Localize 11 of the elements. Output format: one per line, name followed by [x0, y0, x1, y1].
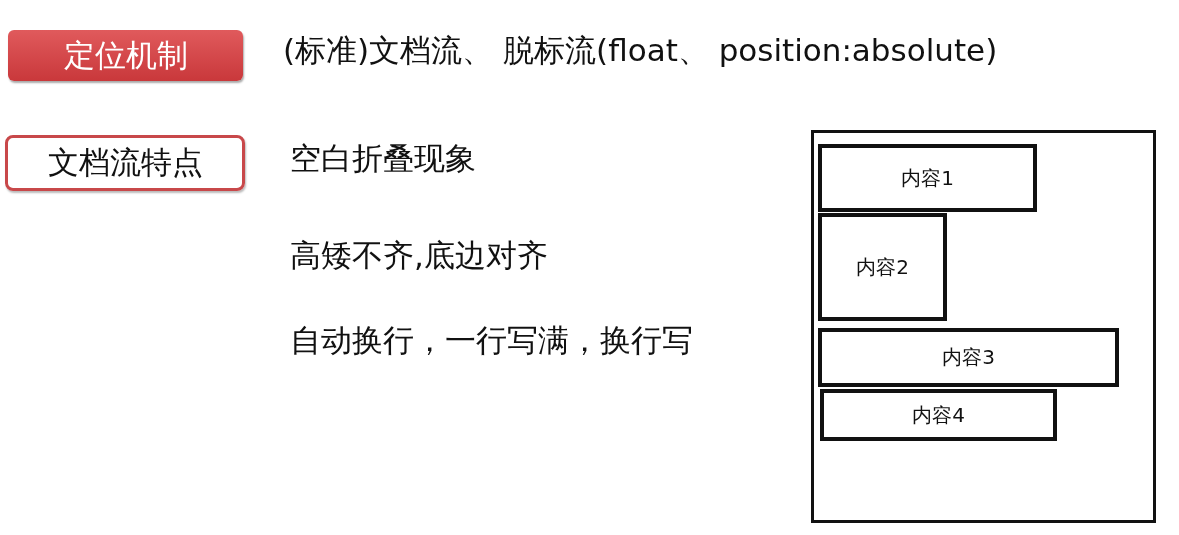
feature-text: 空白折叠现象 [290, 139, 476, 178]
content-box: 内容2 [818, 213, 947, 321]
content-box: 内容4 [820, 389, 1057, 441]
heading-tag: 定位机制 [8, 30, 243, 81]
heading-tag: 文档流特点 [5, 135, 245, 191]
content-box: 内容1 [818, 144, 1037, 212]
container-box [811, 130, 1156, 523]
heading-text: (标准)文档流、 脱标流(float、 position:absolute) [283, 31, 998, 70]
feature-text: 自动换行，一行写满，换行写 [290, 321, 693, 360]
feature-text: 高矮不齐,底边对齐 [290, 236, 548, 275]
content-box: 内容3 [818, 328, 1119, 387]
